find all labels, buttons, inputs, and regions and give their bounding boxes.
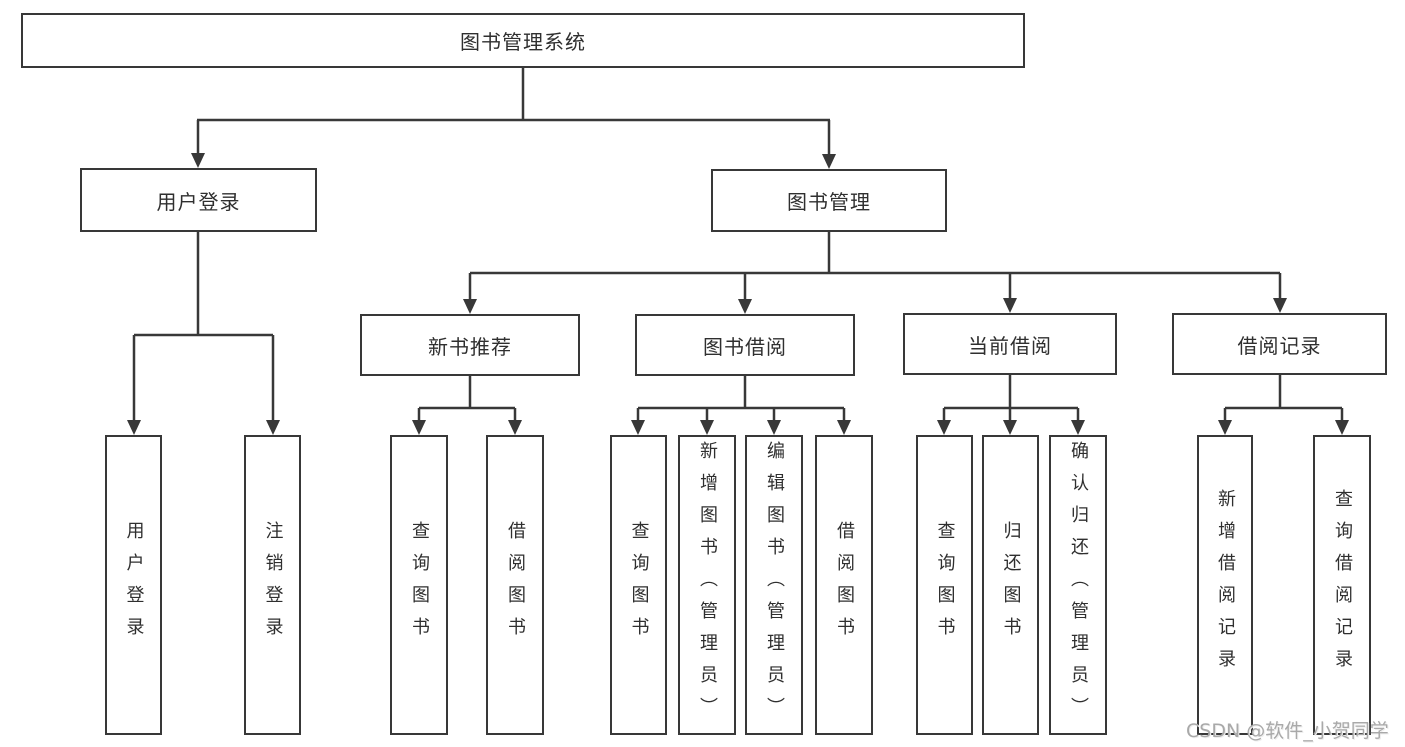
arrowheads	[127, 153, 1349, 435]
leaf-edit-books-admin: 编辑图书（管理员）	[745, 435, 803, 735]
node-borrowing-records: 借阅记录	[1172, 313, 1387, 375]
leaf-query-books: 查询图书	[610, 435, 667, 735]
leaf-query-books: 查询图书	[390, 435, 448, 735]
leaf-return-books: 归还图书	[982, 435, 1039, 735]
leaf-logout: 注销登录	[244, 435, 301, 735]
node-book-management: 图书管理	[711, 169, 947, 232]
node-new-book-recommendation: 新书推荐	[360, 314, 580, 376]
leaf-add-borrow-record: 新增借阅记录	[1197, 435, 1253, 735]
leaf-confirm-return-admin: 确认归还（管理员）	[1049, 435, 1107, 735]
leaf-add-books-admin: 新增图书（管理员）	[678, 435, 736, 735]
leaf-query-books: 查询图书	[916, 435, 973, 735]
csdn-watermark: CSDN @软件_小贺同学	[1186, 720, 1389, 742]
leaf-borrow-books: 借阅图书	[815, 435, 873, 735]
tree-edges	[132, 68, 1344, 423]
node-book-borrowing: 图书借阅	[635, 314, 855, 376]
node-library-management-system: 图书管理系统	[21, 13, 1025, 68]
leaf-query-borrow-record: 查询借阅记录	[1313, 435, 1371, 735]
node-current-borrowing: 当前借阅	[903, 313, 1117, 375]
node-user-login: 用户登录	[80, 168, 317, 232]
leaf-user-login: 用户登录	[105, 435, 162, 735]
leaf-borrow-books: 借阅图书	[486, 435, 544, 735]
